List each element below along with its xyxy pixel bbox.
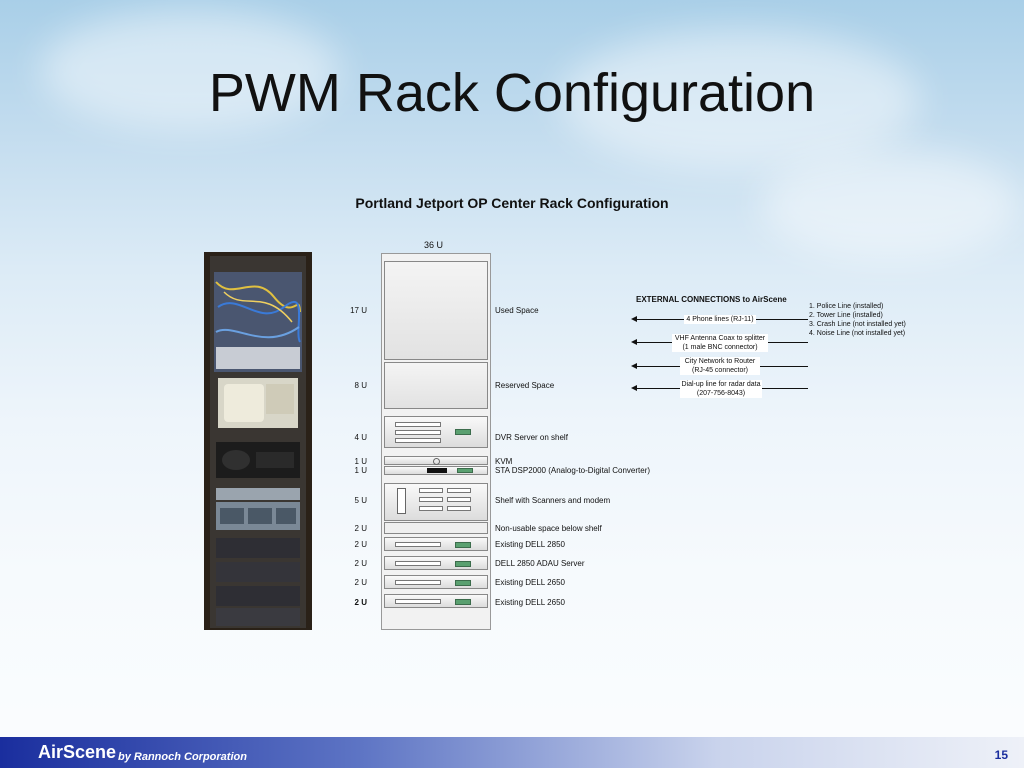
- connection-label-line: City Network to Router: [684, 358, 756, 365]
- page-number: 15: [994, 748, 1008, 762]
- slide-title: PWM Rack Configuration: [208, 63, 816, 123]
- rack-row-units: 17 U: [350, 306, 367, 315]
- rack-row-description: Shelf with Scanners and modem: [495, 496, 611, 505]
- rack-total-units: 36 U: [424, 240, 444, 250]
- connection-label: 4 Phone lines (RJ-11): [684, 315, 756, 324]
- rack-row-description: Reserved Space: [495, 381, 555, 390]
- rack-photo: [204, 252, 312, 630]
- rack-dvr-server: [384, 416, 488, 448]
- rack-non-usable-space: [384, 522, 488, 534]
- rack-kvm: [384, 456, 488, 465]
- rack-row-description: Existing DELL 2650: [495, 598, 565, 607]
- rack-row-description: Used Space: [495, 306, 539, 315]
- rack-dell-2850-adau: [384, 556, 488, 570]
- connection-label-line: (1 male BNC connector): [682, 344, 758, 351]
- rack-row-units: 1 U: [354, 457, 367, 466]
- rack-dell-2850-existing: [384, 537, 488, 551]
- rack-row-units: 5 U: [354, 496, 367, 505]
- phone-line-item: 1. Police Line (installed): [809, 303, 884, 310]
- rack-row-description: Existing DELL 2850: [495, 540, 565, 549]
- rack-row-description: DELL 2850 ADAU Server: [495, 559, 585, 568]
- diagram-subtitle: Portland Jetport OP Center Rack Configur…: [355, 195, 669, 211]
- connection-label-line: (207-756-8043): [696, 390, 746, 397]
- rack-row-description: Existing DELL 2650: [495, 578, 565, 587]
- connection-label-line: VHF Antenna Coax to splitter: [674, 335, 766, 342]
- rack-row-units: 4 U: [354, 433, 367, 442]
- phone-line-item: 2. Tower Line (installed): [809, 312, 883, 319]
- rack-row-units: 2 U: [354, 598, 367, 607]
- footer-brand: AirScene: [38, 742, 117, 762]
- rack-row-description: DVR Server on shelf: [495, 433, 568, 442]
- rack-row-description: KVM: [495, 457, 513, 466]
- rack-row-units: 1 U: [354, 466, 367, 475]
- rack-row-units: 2 U: [354, 578, 367, 587]
- connection-label: VHF Antenna Coax to splitter (1 male BNC…: [672, 334, 768, 352]
- phone-line-item: 3. Crash Line (not installed yet): [809, 321, 906, 328]
- connection-label-line: (RJ-45 connector): [691, 367, 749, 374]
- phone-lines-list: 1. Police Line (installed) 2. Tower Line…: [809, 302, 906, 338]
- rack-row-units: 2 U: [354, 559, 367, 568]
- connection-label-line: 4 Phone lines (RJ-11): [686, 316, 754, 323]
- external-connections-title: EXTERNAL CONNECTIONS to AirScene: [636, 295, 787, 304]
- background-cloud: [40, 10, 340, 130]
- rack-used-space-block: [384, 261, 488, 360]
- connection-label-line: Dial-up line for radar data: [681, 381, 761, 388]
- background-cloud: [560, 30, 920, 170]
- rack-sta-dsp2000: [384, 466, 488, 475]
- rack-row-units: 2 U: [354, 540, 367, 549]
- connection-label: Dial-up line for radar data (207-756-804…: [680, 380, 762, 398]
- rack-dell-2650-a: [384, 575, 488, 589]
- rack-dell-2650-b: [384, 594, 488, 608]
- rack-reserved-space-block: [384, 362, 488, 409]
- rack-scanner-shelf: [384, 483, 488, 521]
- rack-row-description: STA DSP2000 (Analog-to-Digital Converter…: [495, 466, 651, 475]
- footer-byline: by Rannoch Corporation: [118, 751, 247, 763]
- phone-line-item: 4. Noise Line (not installed yet): [809, 330, 906, 337]
- footer-bar: AirScene by Rannoch Corporation 15: [0, 737, 1024, 768]
- connection-label: City Network to Router (RJ-45 connector): [680, 357, 760, 375]
- background-cloud: [760, 150, 1020, 260]
- rack-row-units: 8 U: [354, 381, 367, 390]
- rack-row-units: 2 U: [354, 524, 367, 533]
- rack-row-description: Non-usable space below shelf: [495, 524, 602, 533]
